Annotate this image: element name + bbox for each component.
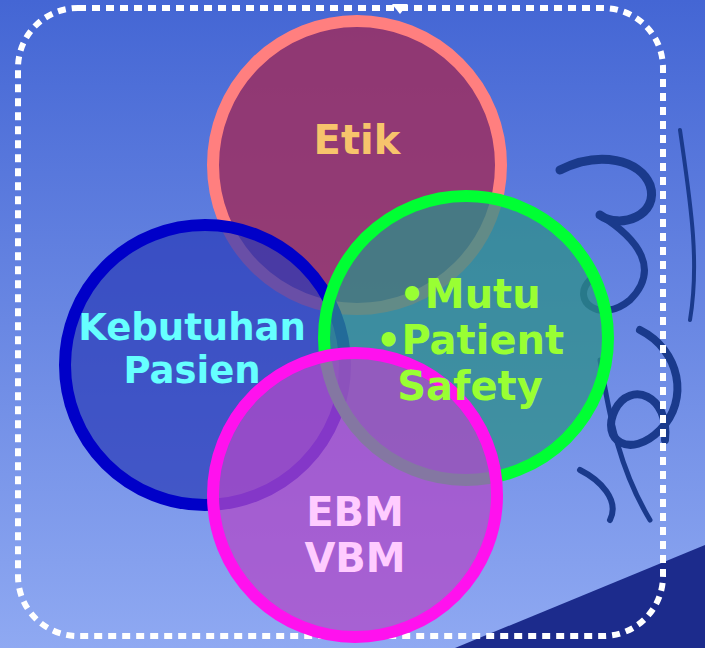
circle-label-box: EBM VBM	[280, 489, 430, 581]
circle-shape	[213, 353, 497, 637]
circle-label: Kebutuhan Pasien	[77, 307, 307, 392]
circle-label: •Mutu	[355, 271, 585, 317]
dotted-frame	[18, 8, 663, 636]
circle-label-box: Kebutuhan Pasien	[77, 307, 307, 392]
circle-label: Etik	[257, 117, 457, 163]
circle-label: EBM VBM	[280, 489, 430, 581]
frame-pointer	[392, 4, 408, 14]
circle-label: •Patient Safety	[355, 317, 585, 409]
corner-band	[455, 545, 705, 648]
circle-label-box: •Mutu•Patient Safety	[355, 271, 585, 409]
circle-label-box: Etik	[257, 117, 457, 163]
